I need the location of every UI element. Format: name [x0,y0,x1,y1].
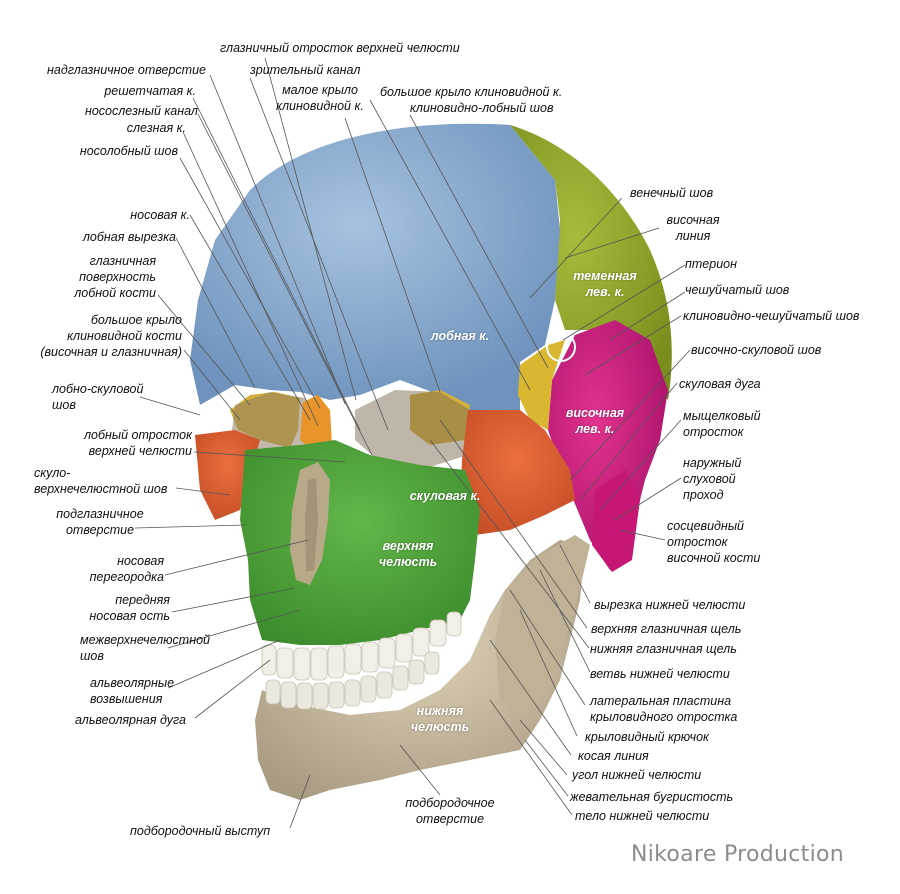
label-nadglaz: надглазничное отверстие [47,63,206,77]
label-reshet: решетчатая к. [104,84,196,98]
label-nizh-glaz-shel: нижняя глазничная щель [590,642,737,656]
zygomatic-left [195,430,260,520]
label-nososl-kanal: носослезный канал [84,104,198,118]
bone-label-skulovaya: скуловая к. [409,489,481,503]
label-lob-vyrez: лобная вырезка [82,230,176,244]
label-skulo-verh: скуло- верхнечелюстной шов [34,466,168,496]
label-mezhverh: межверхнечелюстной шов [80,633,210,663]
label-verh-glaz-shel: верхняя глазничная щель [591,622,742,636]
mastoid-process [592,470,640,572]
nasal-septum [305,478,318,572]
label-naruzh: наружный слуховой проход [683,456,742,502]
label-cheshuy: чешуйчатый шов [685,283,790,297]
sphenoid-greater-wing [518,340,565,430]
leader-lines [134,57,691,829]
label-lat-plast: латеральная пластина крыловидного отрост… [590,694,738,724]
lower-teeth [265,651,440,710]
label-lob-skul: лобно-скуловой шов [52,382,144,412]
label-glaz-pov: глазничная поверхность лобной кости [74,254,156,300]
label-klin-cheshuy: клиновидно-чешуйчатый шов [683,309,860,323]
upper-teeth [261,611,462,681]
nasal-bone [300,395,332,452]
zygomatic-right [460,410,575,535]
label-nosovaya: носовая к. [130,208,190,222]
label-kryl-kryuch: крыловидный крючок [585,730,709,744]
bone-label-verhnyaya: верхняя челюсть [378,539,438,569]
label-podborod-otv: подбородочное отверстие [405,796,495,826]
label-nosolob: носолобный шов [79,144,178,158]
label-ugol: угол нижней челюсти [572,768,702,782]
label-socev: сосцевидный отросток височной кости [667,519,761,565]
label-telo: тело нижней челюсти [575,809,710,823]
label-zhevat: жевательная бугристость [570,790,734,804]
label-vyrezka-nizh: вырезка нижней челюсти [594,598,746,612]
label-mysch: мыщелковый отросток [683,409,761,439]
label-visoch-liniya: височная линия [666,213,720,243]
bone-label-lobnaya: лобная к. [430,329,490,343]
frontal-bone [190,123,560,413]
label-skul-duga: скуловая дуга [679,377,761,391]
label-alv-duga: альвеолярная дуга [75,713,186,727]
label-slez: слезная к. [126,121,186,135]
pterion-marker [546,332,576,362]
label-klin-lob: клиновидно-лобный шов [410,101,554,115]
bone-label-nizhnyaya: нижняя челюсть [410,704,470,734]
brand-watermark: Nikoare Production [630,842,844,867]
label-alv-vozv: альвеолярные возвышения [90,676,175,706]
label-pterion: птерион [685,257,737,271]
label-podborod-vyst: подбородочный выступ [130,824,271,838]
label-glaz-otr: глазничный отросток верхней челюсти [220,41,460,55]
label-podglaz: подглазничное отверстие [56,507,144,537]
label-venech: венечный шов [630,186,714,200]
label-visoch-skul: височно-скуловой шов [691,343,822,357]
label-perednyaya: передняя носовая ость [89,593,170,623]
mandible-ramus [495,535,590,720]
label-bolshoe-krylo-top: большое крыло клиновидной к. [380,85,563,99]
bone-label-visochnaya: височная лев. к. [565,406,625,436]
label-vetv: ветвь нижней челюсти [590,667,730,681]
bone-label-temennaya: теменная лев. к. [573,269,637,299]
label-maloe-krylo: малое крыло клиновидной к. [276,83,364,113]
label-zritel: зрительный канал [250,63,361,77]
label-kosaya: косая линия [578,749,649,763]
right-orbit [355,390,470,470]
label-nos-peregor: носовая перегородка [89,554,164,584]
label-lob-otr: лобный отросток верхней челюсти [83,428,192,458]
label-bolshoe-krylo-left: большое крыло клиновидной кости (височна… [40,313,182,359]
